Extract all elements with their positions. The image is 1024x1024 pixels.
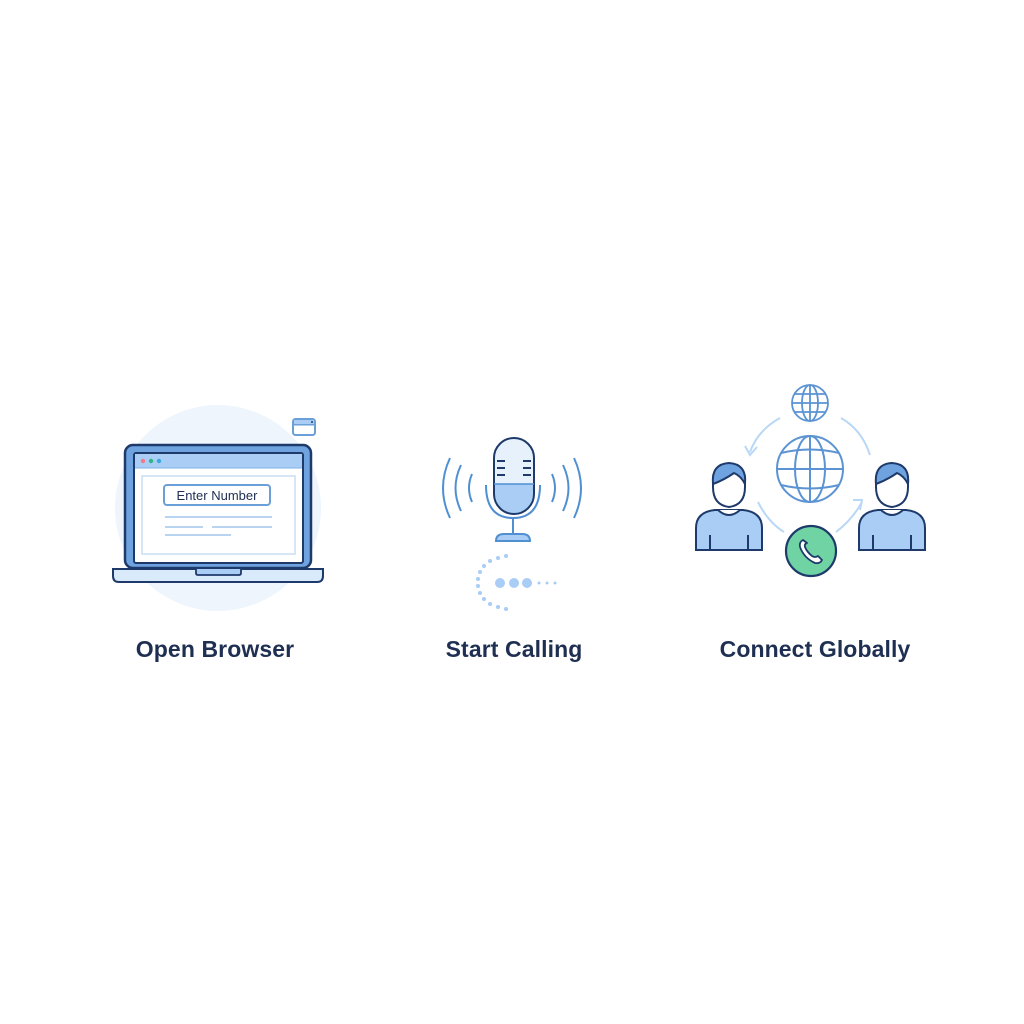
microphone-icon xyxy=(442,437,582,611)
step-label-connect-globally: Connect Globally xyxy=(719,636,911,662)
enter-number-input[interactable]: Enter Number xyxy=(163,484,271,506)
step-label-open-browser: Open Browser xyxy=(135,636,295,662)
step-label-start-calling: Start Calling xyxy=(445,636,583,662)
step-start-calling xyxy=(442,437,582,611)
global-connection-icon xyxy=(695,384,926,578)
step-open-browser: Enter Number xyxy=(0,0,340,700)
phone-icon xyxy=(784,524,838,578)
browser-window-icon xyxy=(292,418,316,436)
laptop-browser-icon xyxy=(112,405,324,611)
step-connect-globally xyxy=(695,384,926,578)
